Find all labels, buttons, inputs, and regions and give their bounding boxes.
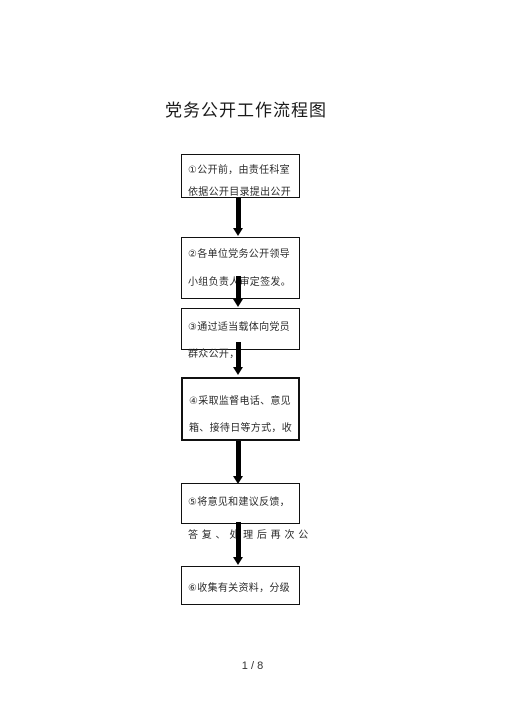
flow-arrow-4 xyxy=(233,441,243,484)
flow-arrow-5 xyxy=(233,522,243,565)
flow-step-4-line-2: 箱、接待日等方式，收 xyxy=(189,423,292,434)
flow-step-6: ⑥收集有关资料，分级 xyxy=(181,566,300,605)
flow-arrow-3 xyxy=(233,342,243,375)
flow-step-4: ④采取监督电话、意见 箱、接待日等方式，收 xyxy=(181,377,300,441)
flow-step-5-line-1: ⑤将意见和建议反馈， xyxy=(188,497,290,508)
flow-step-6-line-1: ⑥收集有关资料，分级 xyxy=(188,583,290,594)
flow-step-4-line-1: ④采取监督电话、意见 xyxy=(189,396,291,407)
page-number: 1 / 8 xyxy=(241,660,264,672)
flow-step-1-line-1: ①公开前，由责任科室 xyxy=(188,165,290,176)
flow-step-2-line-1: ②各单位党务公开领导 xyxy=(188,249,290,260)
flow-arrow-2 xyxy=(233,276,243,307)
flow-step-1: ①公开前，由责任科室 依据公开目录提出公开 xyxy=(181,154,300,198)
page-title: 党务公开工作流程图 xyxy=(165,101,327,121)
flow-step-3-line-1: ③通过适当载体向党员 xyxy=(188,322,290,333)
flow-step-5: ⑤将意见和建议反馈， 答 复 、 处 理 后 再 次 公 xyxy=(181,483,308,541)
flow-arrow-1 xyxy=(233,198,243,236)
flow-step-3-line-2: 群众公开， xyxy=(188,349,240,360)
flow-step-5-line-2: 答 复 、 处 理 后 再 次 公 xyxy=(188,530,309,541)
flow-step-1-line-2: 依据公开目录提出公开 xyxy=(188,187,291,198)
